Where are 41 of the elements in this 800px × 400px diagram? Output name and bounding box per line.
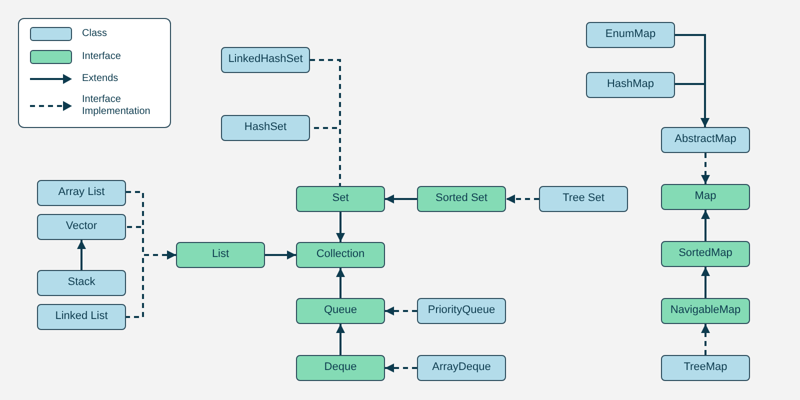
arrow: [77, 240, 86, 270]
dashed-arrow: [701, 324, 710, 355]
legend-label: Interface: [82, 50, 121, 64]
interface-box: Map: [661, 184, 750, 210]
class-box: EnumMap: [586, 22, 675, 48]
legend-label: Extends: [82, 72, 118, 86]
dashed-arrow: [701, 153, 710, 184]
interface-box: Set: [296, 186, 385, 212]
interface-box: List: [176, 242, 265, 268]
interface-box: Sorted Set: [417, 186, 506, 212]
arrow: [336, 268, 345, 298]
legend-label: Interface Implementation: [82, 94, 152, 119]
class-box: HashSet: [221, 115, 310, 141]
class-box: Vector: [37, 214, 126, 240]
dashed-arrow: [385, 364, 417, 372]
interface-box: Collection: [296, 242, 385, 268]
arrow: [336, 324, 345, 355]
class-box: HashMap: [586, 72, 675, 98]
arrow: [675, 83, 710, 127]
class-box: TreeMap: [661, 355, 750, 381]
interface-box: Queue: [296, 298, 385, 324]
interface-box: SortedMap: [661, 241, 750, 267]
arrow: [701, 267, 710, 298]
arrow: [265, 250, 296, 260]
class-box: LinkedHashSet: [221, 47, 310, 73]
dashed-arrow: [385, 306, 417, 316]
class-box: Tree Set: [539, 186, 628, 212]
class-box: AbstractMap: [661, 127, 750, 153]
class-box: Linked List: [37, 304, 126, 330]
dashed-arrow: [126, 250, 176, 318]
interface-box: NavigableMap: [661, 298, 750, 324]
class-box: PriorityQueue: [417, 298, 506, 324]
arrow: [701, 210, 710, 241]
class-box: ArrayDeque: [417, 355, 506, 381]
class-box: Array List: [37, 180, 126, 206]
legend-label: Class: [82, 28, 108, 41]
dashed-arrow: [506, 194, 539, 204]
class-box: Stack: [37, 270, 126, 296]
arrow: [336, 212, 345, 242]
arrow: [385, 194, 417, 204]
interface-box: Deque: [296, 355, 385, 381]
